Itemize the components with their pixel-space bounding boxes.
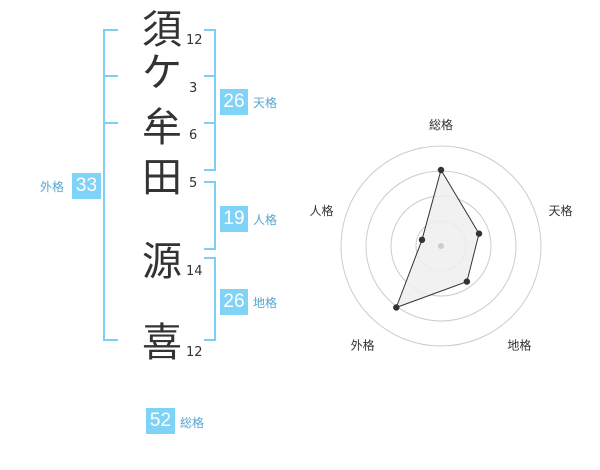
gaikaku-bracket (103, 29, 118, 341)
tenkaku-value: 26 (220, 89, 248, 115)
radar-axis-label-4: 外格 (351, 337, 375, 352)
stroke-count-2: 3 (189, 81, 198, 96)
radar-axis-label-5: 人格 (310, 203, 334, 218)
radar-point-5 (418, 236, 426, 244)
radar-point-2 (475, 230, 483, 237)
tenkaku-label: 天格 (253, 96, 278, 110)
radar-point-1 (437, 166, 445, 174)
name-char-1: 須 (142, 7, 182, 53)
radar-point-4 (393, 304, 400, 311)
name-char-6: 喜 (142, 320, 182, 366)
name-char-3: 牟 (142, 105, 182, 151)
stroke-count-5: 14 (186, 264, 203, 279)
radar-axis-label-3: 地格 (507, 337, 531, 352)
stroke-count-1: 12 (186, 33, 203, 48)
name-char-5: 源 (142, 239, 182, 285)
jinkaku-value: 19 (220, 206, 248, 232)
jinkaku-label: 人格 (253, 213, 278, 227)
soukaku-value: 52 (146, 408, 175, 434)
tenkaku-bracket (204, 29, 216, 171)
jinkaku-bracket (204, 181, 216, 250)
soukaku-label: 総格 (180, 416, 205, 430)
radar-axis-label-1: 総格 (429, 117, 453, 132)
radar-axis-label-2: 天格 (548, 203, 572, 218)
stroke-count-3: 6 (189, 128, 198, 143)
radar-center-point (438, 243, 444, 249)
radar-ring-4 (340, 145, 542, 347)
name-char-4: 田 (142, 155, 182, 201)
radar-point-3 (463, 278, 471, 285)
gaikaku-value: 33 (72, 173, 101, 199)
stroke-count-6: 12 (186, 345, 203, 360)
name-char-2: ケ (142, 50, 182, 96)
gaikaku-label: 外格 (40, 180, 65, 194)
radar-points (393, 166, 483, 311)
chikaku-bracket (204, 257, 216, 341)
chikaku-label: 地格 (253, 296, 278, 310)
stroke-count-4: 5 (189, 176, 198, 191)
chikaku-value: 26 (220, 289, 248, 315)
radar-data-polygon (395, 168, 480, 309)
